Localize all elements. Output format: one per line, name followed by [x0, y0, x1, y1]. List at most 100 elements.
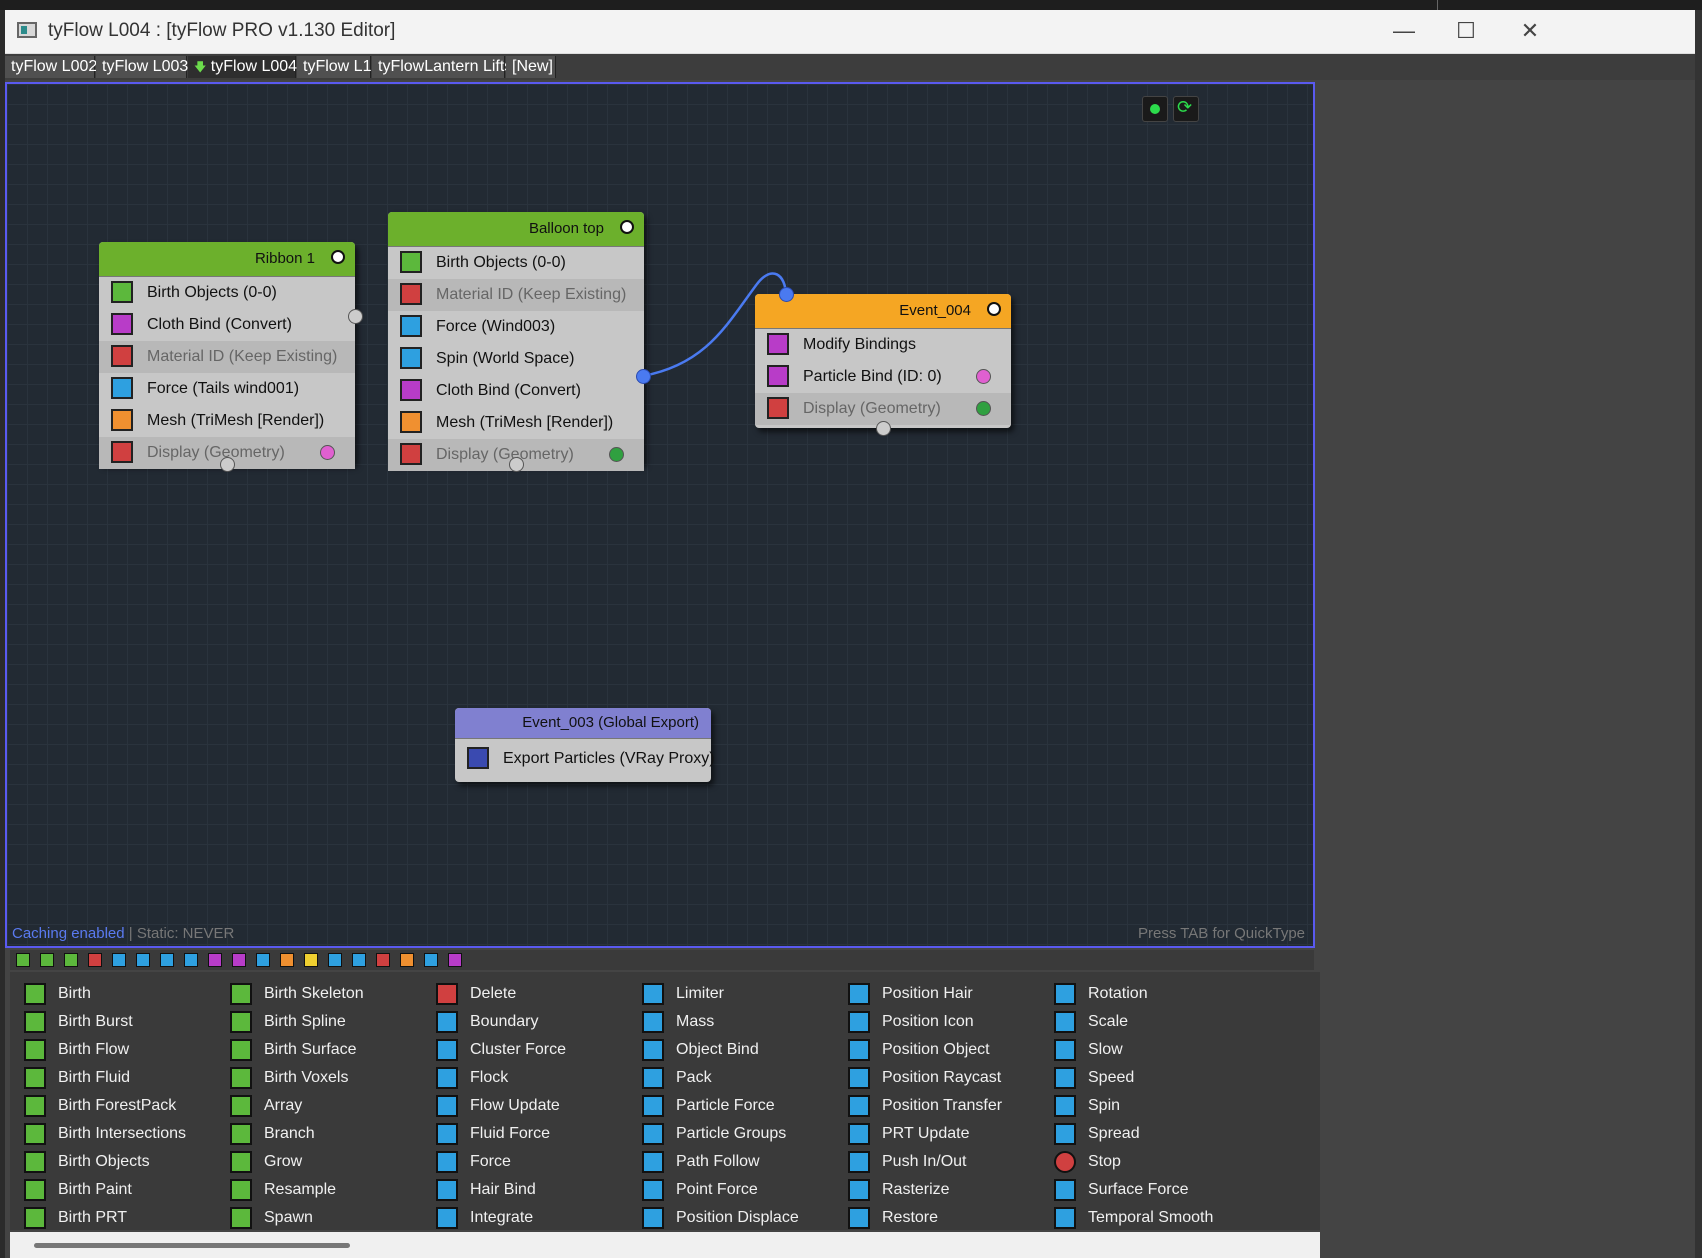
palette-item[interactable]: Birth PRT: [16, 1204, 216, 1232]
palette-item[interactable]: Birth Burst: [16, 1008, 216, 1036]
operator-modify-bindings[interactable]: Modify Bindings: [755, 329, 1011, 361]
operator-force[interactable]: Force (Wind003): [388, 311, 644, 343]
operator-cloth-bind[interactable]: Cloth Bind (Convert): [99, 309, 355, 341]
palette-item[interactable]: Position Transfer: [840, 1092, 1040, 1120]
category-filter-icon[interactable]: [376, 953, 390, 967]
tab-tyflow-l004[interactable]: 🡇 tyFlow L004: [188, 56, 297, 78]
palette-item[interactable]: Birth Spline: [222, 1008, 422, 1036]
category-filter-icon[interactable]: [448, 953, 462, 967]
event-output-port[interactable]: [876, 421, 891, 436]
category-filter-icon[interactable]: [40, 953, 54, 967]
palette-item[interactable]: Force: [428, 1148, 628, 1176]
palette-item[interactable]: Point Force: [634, 1176, 834, 1204]
palette-item[interactable]: Spin: [1046, 1092, 1246, 1120]
palette-item[interactable]: Birth Fluid: [16, 1064, 216, 1092]
palette-item[interactable]: Pack: [634, 1064, 834, 1092]
palette-item[interactable]: Birth Surface: [222, 1036, 422, 1064]
minimize-button[interactable]: —: [1393, 18, 1415, 43]
palette-item[interactable]: Position Object: [840, 1036, 1040, 1064]
palette-item[interactable]: Position Displace: [634, 1204, 834, 1232]
palette-item[interactable]: Path Follow: [634, 1148, 834, 1176]
particle-bind-output-port[interactable]: [976, 369, 991, 384]
operator-material-id[interactable]: Material ID (Keep Existing): [388, 279, 644, 311]
tab-tyflow-l1[interactable]: tyFlow L1: [297, 56, 371, 78]
maximize-button[interactable]: ☐: [1456, 18, 1476, 43]
operator-particle-bind[interactable]: Particle Bind (ID: 0): [755, 361, 1011, 393]
category-filter-icon[interactable]: [88, 953, 102, 967]
category-filter-icon[interactable]: [112, 953, 126, 967]
lightbulb-icon[interactable]: [620, 220, 634, 234]
palette-item[interactable]: Position Icon: [840, 1008, 1040, 1036]
palette-item[interactable]: Speed: [1046, 1064, 1246, 1092]
event-header[interactable]: Ribbon 1: [99, 242, 355, 277]
palette-item[interactable]: Birth Paint: [16, 1176, 216, 1204]
category-filter-icon[interactable]: [184, 953, 198, 967]
palette-item[interactable]: Birth: [16, 980, 216, 1008]
category-filter-icon[interactable]: [136, 953, 150, 967]
event-output-port[interactable]: [220, 457, 235, 472]
palette-item[interactable]: Delete: [428, 980, 628, 1008]
tab-tyflow-lantern-lifts[interactable]: tyFlowLantern Lifts: [372, 56, 512, 78]
palette-item[interactable]: Birth Objects: [16, 1148, 216, 1176]
palette-item[interactable]: Birth Voxels: [222, 1064, 422, 1092]
palette-item[interactable]: Rasterize: [840, 1176, 1040, 1204]
category-filter-icon[interactable]: [64, 953, 78, 967]
palette-item[interactable]: Scale: [1046, 1008, 1246, 1036]
palette-item[interactable]: Birth Flow: [16, 1036, 216, 1064]
palette-item[interactable]: Flock: [428, 1064, 628, 1092]
event-node-ribbon[interactable]: Ribbon 1 Birth Objects (0-0) Cloth Bind …: [99, 242, 363, 472]
tab-tyflow-l002[interactable]: tyFlow L002: [5, 56, 97, 78]
palette-item[interactable]: PRT Update: [840, 1120, 1040, 1148]
event-node-event-004[interactable]: Event_004 Modify Bindings Particle Bind …: [755, 287, 1011, 436]
palette-item[interactable]: Temporal Smooth: [1046, 1204, 1246, 1232]
category-filter-icon[interactable]: [208, 953, 222, 967]
auto-update-button[interactable]: ⟳: [1173, 96, 1199, 122]
scrollbar-thumb[interactable]: [34, 1243, 350, 1248]
palette-item[interactable]: Birth Skeleton: [222, 980, 422, 1008]
lightbulb-icon[interactable]: [987, 302, 1001, 316]
palette-item[interactable]: Resample: [222, 1176, 422, 1204]
palette-item[interactable]: Grow: [222, 1148, 422, 1176]
operator-mesh[interactable]: Mesh (TriMesh [Render]): [388, 407, 644, 439]
operator-birth-objects[interactable]: Birth Objects (0-0): [99, 277, 355, 309]
palette-item[interactable]: Particle Groups: [634, 1120, 834, 1148]
operator-spin[interactable]: Spin (World Space): [388, 343, 644, 375]
palette-item[interactable]: Mass: [634, 1008, 834, 1036]
operator-force[interactable]: Force (Tails wind001): [99, 373, 355, 405]
palette-item[interactable]: Fluid Force: [428, 1120, 628, 1148]
palette-item[interactable]: Stop: [1046, 1148, 1246, 1176]
event-output-port[interactable]: [509, 457, 524, 472]
category-filter-icon[interactable]: [424, 953, 438, 967]
palette-item[interactable]: Position Hair: [840, 980, 1040, 1008]
event-header[interactable]: Event_003 (Global Export): [455, 708, 711, 739]
operator-material-id[interactable]: Material ID (Keep Existing): [99, 341, 355, 373]
operator-display[interactable]: Display (Geometry): [755, 393, 1011, 425]
operator-birth-objects[interactable]: Birth Objects (0-0): [388, 247, 644, 279]
tab-tyflow-l003[interactable]: tyFlow L003: [96, 56, 188, 78]
palette-item[interactable]: Hair Bind: [428, 1176, 628, 1204]
palette-item[interactable]: Spawn: [222, 1204, 422, 1232]
palette-item[interactable]: Particle Force: [634, 1092, 834, 1120]
palette-item[interactable]: Flow Update: [428, 1092, 628, 1120]
palette-item[interactable]: Birth Intersections: [16, 1120, 216, 1148]
category-filter-icon[interactable]: [400, 953, 414, 967]
palette-item[interactable]: Branch: [222, 1120, 422, 1148]
palette-item[interactable]: Integrate: [428, 1204, 628, 1232]
flow-canvas[interactable]: ⟳ Ribbon 1 Birth Objects (0-0) Cloth Bin…: [5, 82, 1315, 948]
category-filter-icon[interactable]: [160, 953, 174, 967]
cloth-bind-output-port[interactable]: [348, 309, 363, 324]
flow-enabled-button[interactable]: [1142, 96, 1168, 122]
palette-item[interactable]: Position Raycast: [840, 1064, 1040, 1092]
operator-cloth-bind[interactable]: Cloth Bind (Convert): [388, 375, 644, 407]
category-filter-icon[interactable]: [304, 953, 318, 967]
palette-item[interactable]: Spread: [1046, 1120, 1246, 1148]
caching-enabled-link[interactable]: Caching enabled: [12, 925, 125, 942]
display-color-swatch[interactable]: [320, 445, 335, 460]
cloth-bind-output-port[interactable]: [636, 369, 651, 384]
category-filter-icon[interactable]: [16, 953, 30, 967]
palette-item[interactable]: Slow: [1046, 1036, 1246, 1064]
operator-export-particles[interactable]: Export Particles (VRay Proxy): [455, 739, 715, 779]
event-node-event-003[interactable]: Event_003 (Global Export) Export Particl…: [455, 708, 715, 782]
palette-item[interactable]: Surface Force: [1046, 1176, 1246, 1204]
category-filter-icon[interactable]: [232, 953, 246, 967]
